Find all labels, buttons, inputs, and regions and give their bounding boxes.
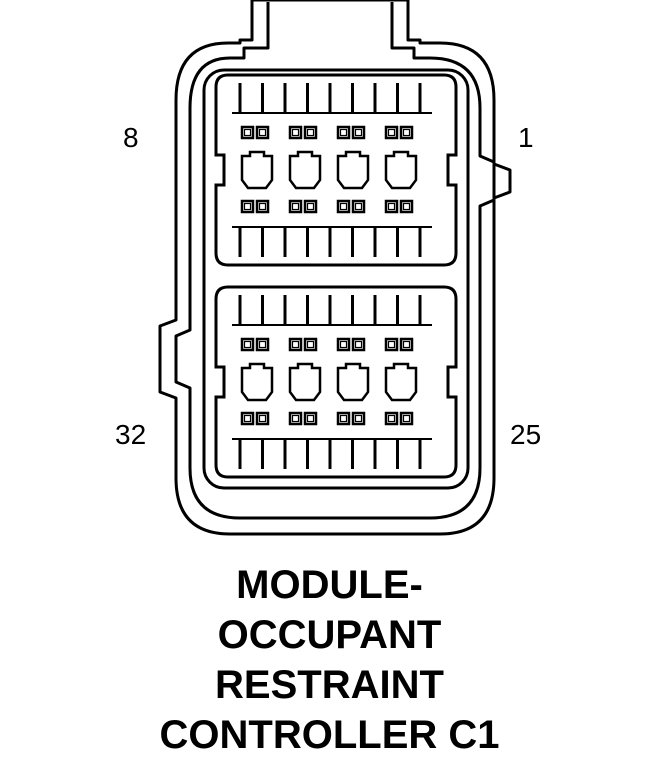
pin-square: [255, 125, 270, 140]
pin-square: [303, 199, 318, 214]
pin-square-inner: [354, 128, 363, 137]
pin-square: [351, 337, 366, 352]
pin-square-inner: [258, 128, 267, 137]
pin-square-inner: [402, 202, 411, 211]
pin-square-inner: [402, 414, 411, 423]
pin-square-inner: [339, 414, 348, 423]
large-cavity: [336, 150, 370, 190]
pin-square: [288, 411, 303, 426]
pin-square: [399, 125, 414, 140]
pin-square: [384, 337, 399, 352]
pin-square-inner: [291, 202, 300, 211]
terminal-block-upper: [214, 73, 458, 267]
pin-square-inner: [258, 340, 267, 349]
large-cavity: [240, 362, 274, 402]
pin-square-inner: [306, 340, 315, 349]
large-cavity: [336, 362, 370, 402]
housing-inner-outline: [174, 2, 496, 520]
pin-square-inner: [402, 340, 411, 349]
pin-square-inner: [258, 414, 267, 423]
pin-square-inner: [354, 202, 363, 211]
title-line-4: CONTROLLER C1: [159, 713, 500, 757]
pin-square-inner: [291, 340, 300, 349]
pin-label-1: 1: [518, 122, 534, 153]
pin-square-inner: [387, 414, 396, 423]
pin-square-inner: [243, 340, 252, 349]
pin-square-inner: [402, 128, 411, 137]
pin-square: [288, 199, 303, 214]
pin-square: [255, 199, 270, 214]
pin-square: [336, 199, 351, 214]
pin-square-inner: [291, 128, 300, 137]
pin-square-inner: [339, 202, 348, 211]
pin-square: [399, 411, 414, 426]
pin-square: [303, 125, 318, 140]
pin-square: [240, 411, 255, 426]
large-cavity: [288, 150, 322, 190]
title-line-3: RESTRAINT: [215, 663, 444, 707]
pin-square-inner: [339, 128, 348, 137]
large-cavity: [288, 362, 322, 402]
pin-square: [240, 125, 255, 140]
pin-square: [240, 337, 255, 352]
pin-square-inner: [354, 340, 363, 349]
pin-square-inner: [354, 414, 363, 423]
pin-square: [351, 125, 366, 140]
pin-square: [336, 125, 351, 140]
terminal-block-lower: [214, 285, 458, 479]
pin-square: [303, 337, 318, 352]
pin-square-inner: [306, 128, 315, 137]
pin-square: [351, 199, 366, 214]
pin-square: [336, 337, 351, 352]
pin-square-inner: [306, 202, 315, 211]
large-cavity: [384, 150, 418, 190]
pin-square: [399, 199, 414, 214]
pin-square: [288, 337, 303, 352]
pin-square: [303, 411, 318, 426]
pin-square-inner: [243, 414, 252, 423]
pin-square-inner: [339, 340, 348, 349]
pin-square-inner: [243, 202, 252, 211]
pin-square-inner: [387, 128, 396, 137]
pin-square: [288, 125, 303, 140]
large-cavity: [384, 362, 418, 402]
connector-title: MODULE- OCCUPANT RESTRAINT CONTROLLER C1: [0, 560, 659, 760]
housing-outline: [158, 0, 512, 536]
cavity-border: [202, 68, 470, 490]
pin-square: [384, 411, 399, 426]
pin-square-inner: [243, 128, 252, 137]
pin-square: [240, 199, 255, 214]
pin-square-inner: [387, 202, 396, 211]
pin-square: [399, 337, 414, 352]
pin-label-32: 32: [115, 419, 147, 450]
pin-square: [255, 411, 270, 426]
connector-diagram: [158, 0, 512, 536]
pin-square-inner: [291, 414, 300, 423]
pin-square-inner: [387, 340, 396, 349]
pin-label-25: 25: [510, 419, 542, 450]
pin-square: [255, 337, 270, 352]
large-cavity: [240, 150, 274, 190]
pin-square: [384, 199, 399, 214]
pin-square: [351, 411, 366, 426]
pin-square-inner: [306, 414, 315, 423]
pin-label-8: 8: [123, 122, 139, 153]
pin-square: [384, 125, 399, 140]
pin-square: [336, 411, 351, 426]
title-line-1: MODULE-: [236, 563, 423, 607]
pin-square-inner: [258, 202, 267, 211]
title-line-2: OCCUPANT: [217, 613, 442, 657]
